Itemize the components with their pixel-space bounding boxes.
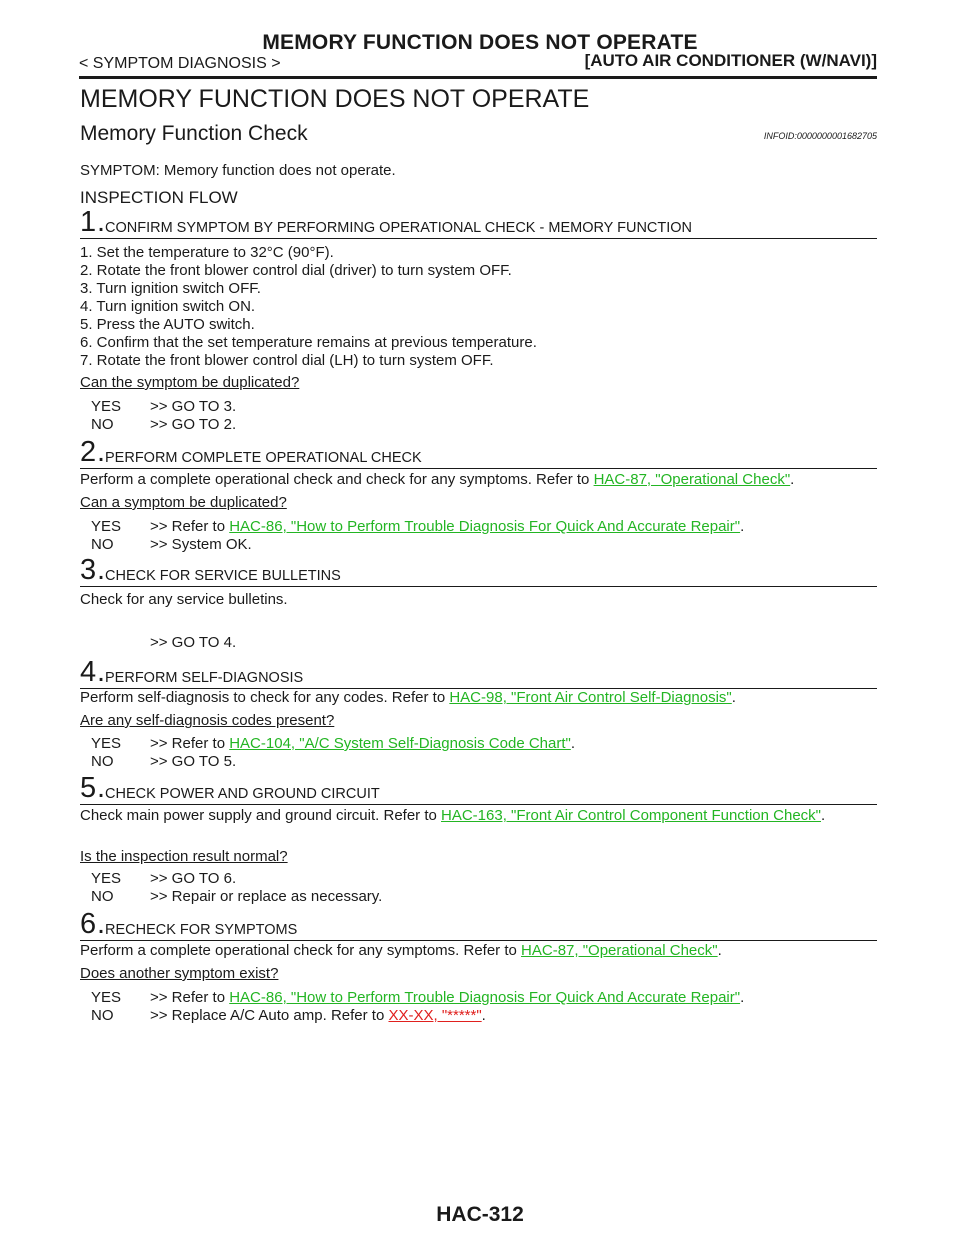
step-question: Does another symptom exist? [80, 965, 279, 982]
info-id: INFOID:0000000001682705 [763, 131, 877, 141]
step-question: Can a symptom be duplicated? [80, 494, 287, 511]
no-action: >> GO TO 5. [150, 753, 237, 770]
step-title: CONFIRM SYMPTOM BY PERFORMING OPERATIONA… [105, 220, 693, 236]
step-number: 6 [80, 908, 97, 940]
step-body: Check main power supply and ground circu… [80, 807, 826, 824]
list-item: 7. Rotate the front blower control dial … [80, 352, 494, 369]
no-label: NO [91, 1007, 114, 1024]
yes-action: >> Refer to HAC-104, "A/C System Self-Di… [150, 735, 575, 752]
step-body: Check for any service bulletins. [80, 591, 288, 608]
reference-link[interactable]: HAC-104, "A/C System Self-Diagnosis Code… [229, 735, 571, 752]
no-action: >> Replace A/C Auto amp. Refer to XX-XX,… [150, 1007, 486, 1024]
list-item: 4. Turn ignition switch ON. [80, 298, 256, 315]
step-2-header: 2. PERFORM COMPLETE OPERATIONAL CHECK [80, 438, 877, 469]
step-5-header: 5. CHECK POWER AND GROUND CIRCUIT [80, 774, 877, 805]
step-number: 3 [80, 554, 97, 586]
reference-link[interactable]: HAC-98, "Front Air Control Self-Diagnosi… [449, 689, 732, 706]
yes-action: >> GO TO 6. [150, 870, 237, 887]
header-system: [AUTO AIR CONDITIONER (W/NAVI)] [584, 51, 877, 70]
list-item: 2. Rotate the front blower control dial … [80, 262, 512, 279]
header-title: MEMORY FUNCTION DOES NOT OPERATE [262, 31, 698, 54]
page-number: HAC-312 [436, 1203, 524, 1226]
yes-label: YES [91, 518, 122, 535]
section-heading: Memory Function Check [80, 122, 308, 145]
no-label: NO [91, 753, 114, 770]
step-1-header: 1. CONFIRM SYMPTOM BY PERFORMING OPERATI… [80, 208, 877, 239]
step-3-header: 3. CHECK FOR SERVICE BULLETINS [80, 556, 877, 587]
reference-link[interactable]: HAC-87, "Operational Check" [593, 471, 791, 488]
step-title: CHECK POWER AND GROUND CIRCUIT [105, 786, 380, 802]
yes-label: YES [91, 870, 122, 887]
step-title: PERFORM COMPLETE OPERATIONAL CHECK [105, 450, 422, 466]
step-question: Can the symptom be duplicated? [80, 374, 300, 391]
yes-action: >> GO TO 3. [150, 398, 237, 415]
symptom-text: SYMPTOM: Memory function does not operat… [80, 162, 396, 179]
next-action: >> GO TO 4. [150, 634, 237, 651]
reference-link-missing[interactable]: XX-XX, "*****" [388, 1007, 482, 1024]
step-title: RECHECK FOR SYMPTOMS [105, 922, 298, 938]
yes-action: >> Refer to HAC-86, "How to Perform Trou… [150, 518, 745, 535]
yes-label: YES [91, 735, 122, 752]
header-section: < SYMPTOM DIAGNOSIS > [79, 55, 281, 72]
list-item: 3. Turn ignition switch OFF. [80, 280, 261, 297]
step-question: Are any self-diagnosis codes present? [80, 712, 335, 729]
step-body: Perform self-diagnosis to check for any … [80, 689, 736, 706]
reference-link[interactable]: HAC-86, "How to Perform Trouble Diagnosi… [229, 518, 741, 535]
reference-link[interactable]: HAC-87, "Operational Check" [521, 942, 718, 959]
yes-label: YES [91, 398, 122, 415]
page-title: MEMORY FUNCTION DOES NOT OPERATE [80, 85, 590, 113]
no-action: >> Repair or replace as necessary. [150, 888, 383, 905]
list-item: 5. Press the AUTO switch. [80, 316, 255, 333]
no-label: NO [91, 416, 114, 433]
header-divider [79, 76, 877, 79]
no-action: >> GO TO 2. [150, 416, 237, 433]
list-item: 1. Set the temperature to 32°C (90°F). [80, 244, 334, 261]
no-label: NO [91, 888, 114, 905]
step-4-header: 4. PERFORM SELF-DIAGNOSIS [80, 658, 877, 689]
inspection-flow-title: INSPECTION FLOW [80, 188, 238, 207]
reference-link[interactable]: HAC-86, "How to Perform Trouble Diagnosi… [229, 989, 741, 1006]
step-question: Is the inspection result normal? [80, 848, 288, 865]
step-body: Perform a complete operational check for… [80, 942, 722, 959]
step-6-header: 6. RECHECK FOR SYMPTOMS [80, 910, 877, 941]
step-title: CHECK FOR SERVICE BULLETINS [105, 568, 341, 584]
step-body: Perform a complete operational check and… [80, 471, 795, 488]
step-title: PERFORM SELF-DIAGNOSIS [105, 670, 304, 686]
step-number: 1 [80, 206, 97, 238]
no-action: >> System OK. [150, 536, 252, 553]
step-number: 2 [80, 436, 97, 468]
list-item: 6. Confirm that the set temperature rema… [80, 334, 537, 351]
reference-link[interactable]: HAC-163, "Front Air Control Component Fu… [441, 807, 821, 824]
step-number: 5 [80, 772, 97, 804]
step-number: 4 [80, 656, 97, 688]
yes-action: >> Refer to HAC-86, "How to Perform Trou… [150, 989, 745, 1006]
no-label: NO [91, 536, 114, 553]
yes-label: YES [91, 989, 122, 1006]
